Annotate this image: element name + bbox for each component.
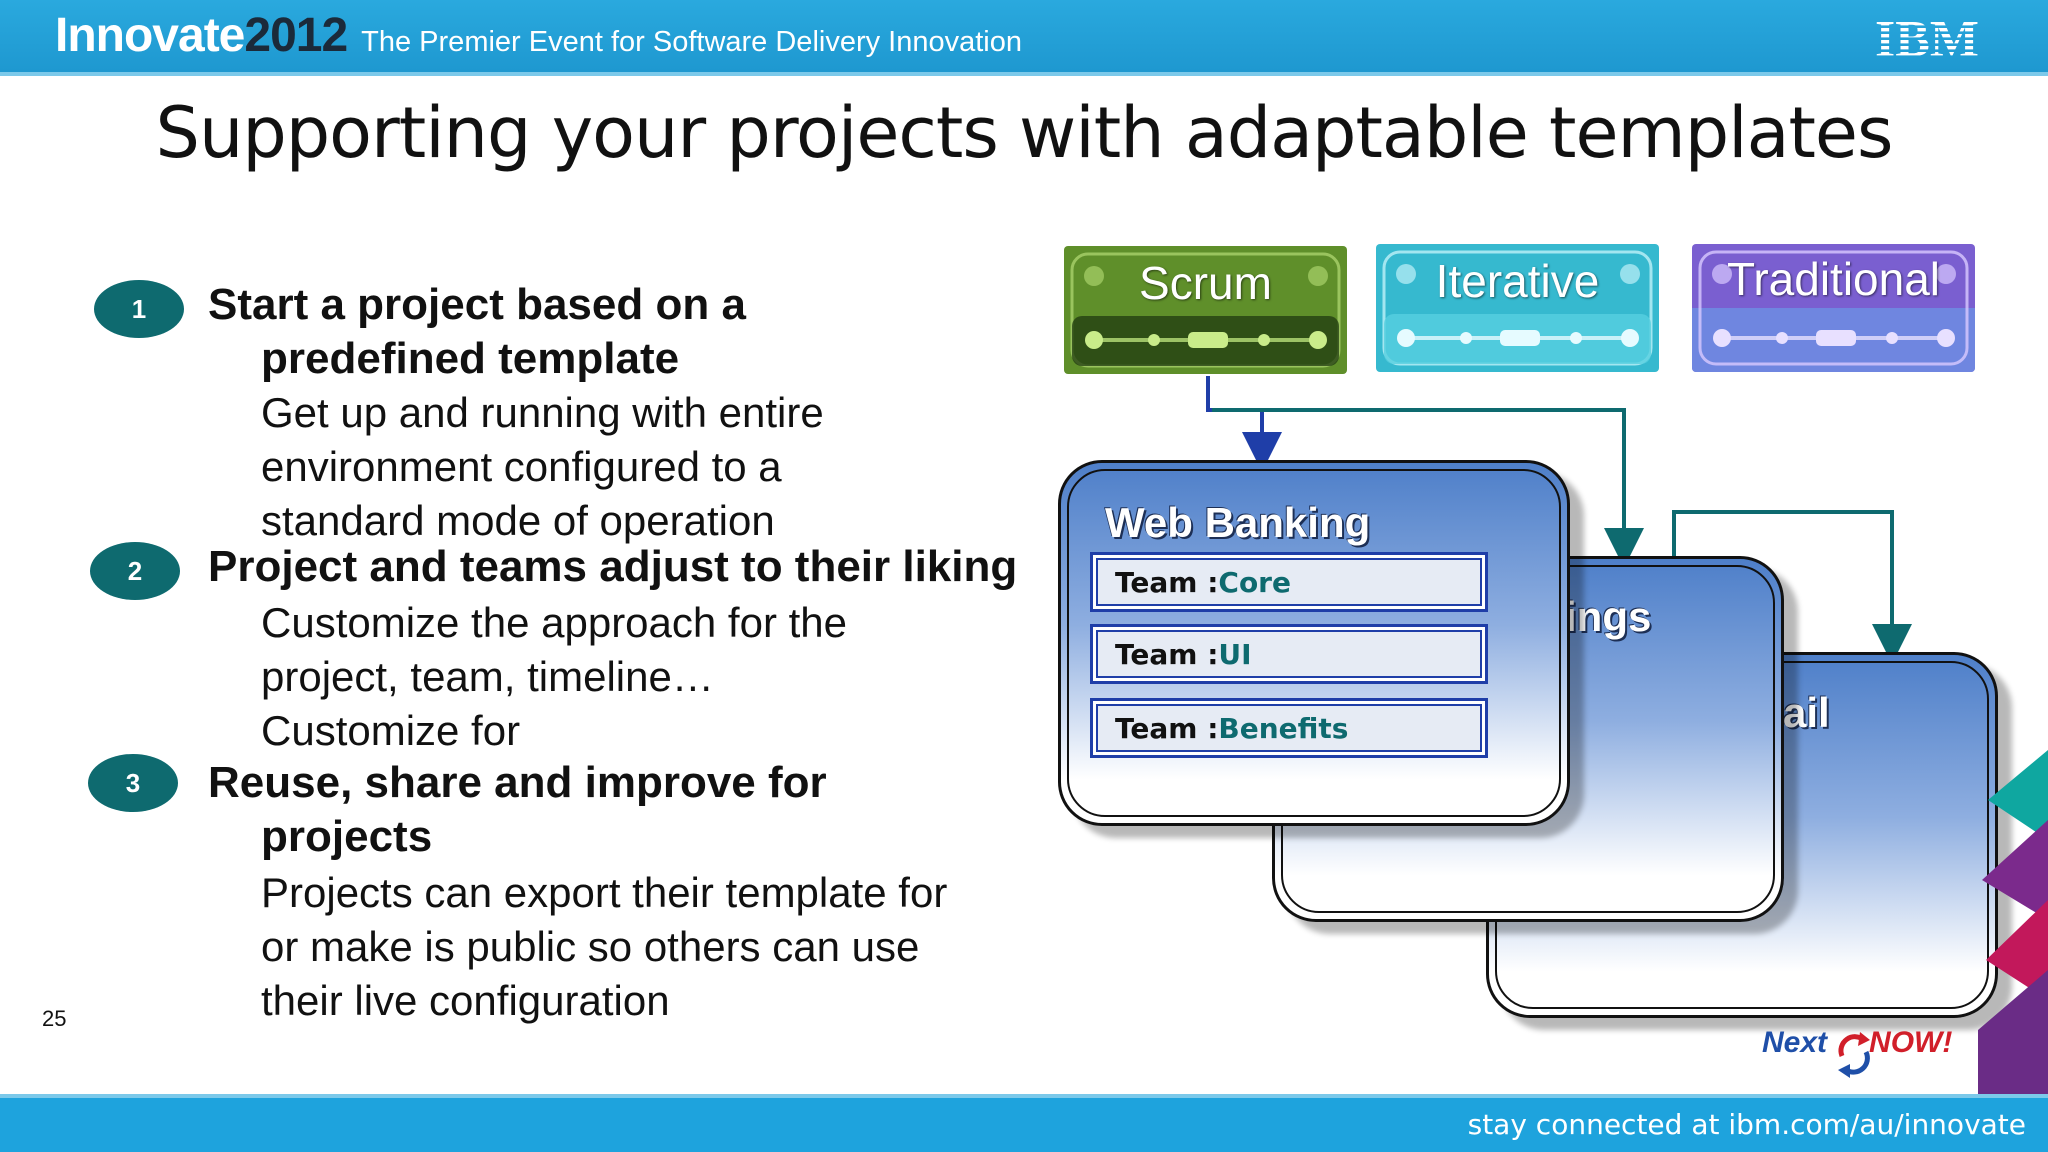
step-body-2-line2: project, team, timeline… — [261, 653, 714, 700]
template-iterative-label: Iterative — [1435, 255, 1600, 307]
footer-link-text: stay connected at ibm.com/au/innovate — [1467, 1108, 2026, 1141]
step-body-1-line1: Get up and running with entire — [261, 389, 824, 436]
template-traditional-label: Traditional — [1726, 253, 1941, 305]
template-iterative: Iterative — [1376, 244, 1659, 372]
step-body-1: Get up and running with entire environme… — [261, 386, 824, 548]
team-row-core: Team : Core — [1090, 552, 1488, 612]
template-scrum-label: Scrum — [1139, 257, 1272, 309]
template-traditional: Traditional — [1692, 244, 1975, 372]
step-badge-2: 2 — [90, 542, 180, 600]
step-body-3: Projects can export their template for o… — [261, 866, 947, 1028]
footer-bar: stay connected at ibm.com/au/innovate — [0, 1098, 2048, 1152]
traditional-process-icon — [1692, 250, 1975, 372]
step-body-1-line2: environment configured to a — [261, 443, 782, 490]
project-card-web-banking-title: Web Banking — [1105, 499, 1371, 546]
step-heading-3-line2: projects — [261, 812, 433, 861]
step-heading-1-line2: predefined template — [261, 334, 680, 383]
step-body-3-line3: their live configuration — [261, 977, 670, 1024]
step-badge-1: 1 — [94, 280, 184, 338]
team-ui-label: Team : — [1115, 637, 1219, 671]
header-divider — [0, 72, 2048, 76]
slide-title: Supporting your projects with adaptable … — [155, 92, 1894, 174]
iterative-process-icon — [1382, 250, 1653, 366]
team-benefits-label: Team : — [1115, 711, 1219, 745]
step-heading-3: Reuse, share and improve for projects — [208, 756, 827, 864]
team-core-value: Core — [1218, 565, 1291, 599]
step-body-2: Customize the approach for the project, … — [261, 596, 847, 758]
team-row-ui: Team : UI — [1090, 624, 1488, 684]
team-row-benefits: Team : Benefits — [1090, 698, 1488, 758]
step-body-3-line2: or make is public so others can use — [261, 923, 920, 970]
brand-name: Innovate — [55, 9, 245, 62]
to-third-project-arrow — [1672, 510, 1912, 664]
scrum-to-second-project-arrow — [1212, 408, 1644, 568]
step-heading-1-line1: Start a project based on a — [208, 280, 746, 329]
step-heading-1: Start a project based on a predefined te… — [208, 278, 746, 386]
next-now-now: NOW! — [1869, 1026, 1953, 1059]
step-body-2-line1: Customize the approach for the — [261, 599, 847, 646]
project-card-web-banking-border — [1067, 469, 1561, 817]
header-bar: Innovate 2012 The Premier Event for Soft… — [0, 0, 2048, 72]
step-heading-2: Project and teams adjust to their liking — [208, 542, 1018, 591]
event-brand: Innovate 2012 The Premier Event for Soft… — [55, 8, 1022, 64]
step-badge-3: 3 — [88, 754, 178, 812]
step-body-2-line3: Customize for — [261, 707, 521, 754]
ibm-logo-text: IBM — [1875, 11, 1979, 64]
next-now-logo: Next NOW! — [1762, 1026, 1952, 1060]
template-scrum: Scrum — [1064, 246, 1347, 374]
scrum-process-icon — [1070, 252, 1341, 368]
team-core-label: Team : — [1115, 565, 1219, 599]
project-card-back-title: ail — [1783, 689, 1830, 736]
decorative-ribbon — [1978, 750, 2048, 1094]
next-now-next: Next — [1762, 1026, 1828, 1059]
brand-tagline: The Premier Event for Software Delivery … — [361, 26, 1022, 58]
brand-year: 2012 — [244, 9, 348, 62]
footer-divider — [0, 1094, 2048, 1098]
slide-number: 25 — [42, 1006, 67, 1031]
step-body-3-line1: Projects can export their template for — [261, 869, 948, 916]
project-card-middle-title: ings — [1565, 593, 1652, 640]
refresh-arrows-icon — [1838, 1032, 1870, 1078]
step-heading-3-line1: Reuse, share and improve for — [208, 758, 827, 807]
scrum-to-web-banking-arrow — [1206, 376, 1282, 472]
team-benefits-value: Benefits — [1218, 711, 1349, 745]
step-body-1-line3: standard mode of operation — [261, 497, 775, 544]
team-ui-value: UI — [1218, 637, 1252, 671]
ibm-logo: IBM — [1875, 11, 1979, 64]
